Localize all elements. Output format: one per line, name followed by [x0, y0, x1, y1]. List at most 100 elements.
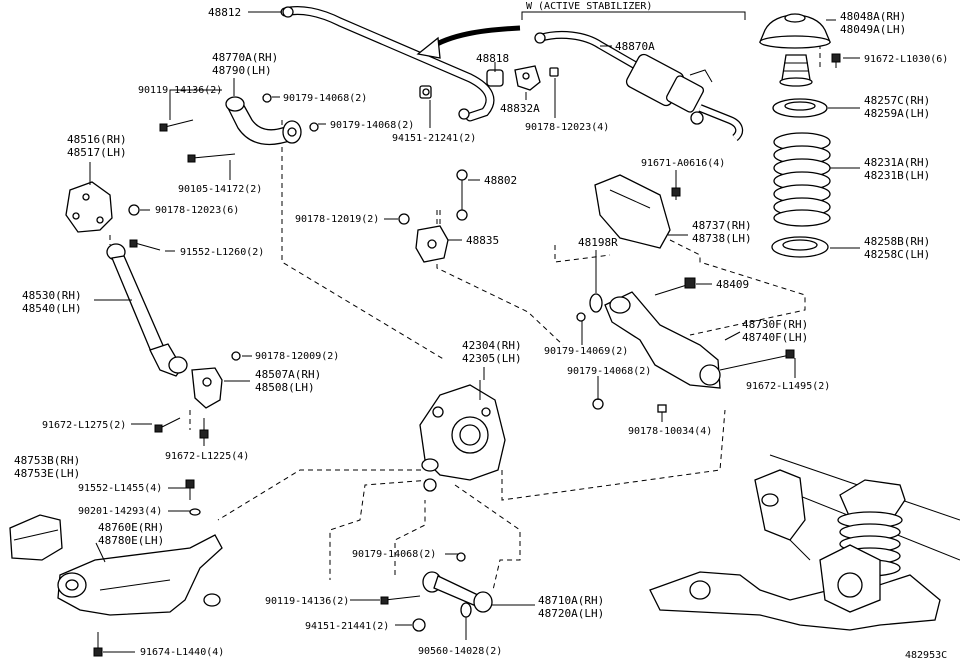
knuckle-42304: [419, 380, 506, 492]
label-48737-rh[interactable]: 48737(RH): [692, 219, 752, 232]
label-48508-lh[interactable]: 48508(LH): [255, 381, 315, 394]
label-90178-12009[interactable]: 90178-12009(2): [255, 351, 339, 362]
label-48730F-rh[interactable]: 48730F(RH): [742, 318, 808, 331]
label-90179-14068-a[interactable]: 90179-14068(2): [283, 93, 367, 104]
bolt-90119-14136-a: [159, 119, 194, 132]
label-90105-14172[interactable]: 90105-14172(2): [178, 184, 262, 195]
label-91672-L1225[interactable]: 91672-L1225(4): [165, 451, 249, 462]
active-stabilizer-bracket: [521, 11, 746, 20]
bolt-91671-A0616: [671, 182, 681, 200]
label-91552-L1455[interactable]: 91552-L1455(4): [78, 483, 162, 494]
direction-arrow: [428, 25, 521, 51]
label-48198R[interactable]: 48198R: [578, 236, 618, 249]
cover-48753B: [9, 514, 63, 561]
label-48258C-lh[interactable]: 48258C(LH): [864, 248, 930, 261]
label-48753E-lh[interactable]: 48753E(LH): [14, 467, 80, 480]
cover-48737: [594, 174, 671, 249]
label-90178-12023-4[interactable]: 90178-12023(4): [525, 122, 609, 133]
label-48720A-lh[interactable]: 48720A(LH): [538, 607, 604, 620]
nut-90178-12023-6: [128, 204, 140, 216]
label-90201-14293[interactable]: 90201-14293(4): [78, 506, 162, 517]
spring-mount-48048A: [759, 13, 831, 49]
label-48802[interactable]: 48802: [484, 174, 517, 187]
bracket-48835: [415, 225, 449, 263]
bushing-48198R: [589, 293, 603, 313]
label-48770A-rh[interactable]: 48770A(RH): [212, 51, 278, 64]
coil-spring-48231A: [773, 132, 831, 227]
label-90560-14028[interactable]: 90560-14028(2): [418, 646, 502, 657]
label-48516-rh[interactable]: 48516(RH): [67, 133, 127, 146]
label-91672-L1275[interactable]: 91672-L1275(2): [42, 420, 126, 431]
label-48740F-lh[interactable]: 48740F(LH): [742, 331, 808, 344]
label-48753B-rh[interactable]: 48753B(RH): [14, 454, 80, 467]
label-48790-lh[interactable]: 48790(LH): [212, 64, 272, 77]
label-90119-14136-b[interactable]: 90119-14136(2): [265, 596, 349, 607]
link-48710A: [422, 571, 493, 613]
label-90119-14136-a[interactable]: 90119-14136(2): [138, 85, 222, 96]
label-48780E-lh[interactable]: 48780E(LH): [98, 534, 164, 547]
bolt-91552-L1260: [129, 239, 161, 251]
insulator-48258B: [771, 236, 829, 258]
stabilizer-bushing-48818: [486, 69, 504, 87]
nut-90178-12009: [231, 351, 241, 361]
label-90178-12019[interactable]: 90178-12019(2): [295, 214, 379, 225]
illustration-code: 482953C: [905, 650, 947, 661]
label-90179-14068-c[interactable]: 90179-14068(2): [567, 366, 651, 377]
label-48835[interactable]: 48835: [466, 234, 499, 247]
label-48409[interactable]: 48409: [716, 278, 749, 291]
label-48259A-lh[interactable]: 48259A(LH): [864, 107, 930, 120]
label-48517-lh[interactable]: 48517(LH): [67, 146, 127, 159]
part-number-labels: W (ACTIVE STABILIZER) 48812 48870A 48818…: [14, 1, 948, 661]
washer-90201-14293: [189, 508, 201, 516]
nut-90178-12019: [398, 213, 410, 225]
label-94151-21241[interactable]: 94151-21241(2): [392, 133, 476, 144]
label-48507A-rh[interactable]: 48507A(RH): [255, 368, 321, 381]
label-48760E-rh[interactable]: 48760E(RH): [98, 521, 164, 534]
upper-arm-48770A: [225, 96, 302, 146]
label-48048A-rh[interactable]: 48048A(RH): [840, 10, 906, 23]
label-90178-12023-6[interactable]: 90178-12023(6): [155, 205, 239, 216]
label-48818[interactable]: 48818: [476, 52, 509, 65]
label-91671-A0616[interactable]: 91671-A0616(4): [641, 158, 725, 169]
bracket-48507A: [191, 367, 223, 409]
insulator-48257C: [772, 98, 828, 118]
label-90179-14068-d[interactable]: 90179-14068(2): [352, 549, 436, 560]
label-42305-lh[interactable]: 42305(LH): [462, 352, 522, 365]
bolt-91672-L1225: [199, 418, 209, 439]
stabilizer-link-48802: [456, 169, 468, 221]
bolt-91552-L1455: [185, 479, 195, 500]
label-90179-14068-b[interactable]: 90179-14068(2): [330, 120, 414, 131]
label-94151-21441[interactable]: 94151-21441(2): [305, 621, 389, 632]
bolt-91672-L1030: [831, 53, 841, 68]
bolt-91672-L1275: [154, 417, 181, 433]
nut-90178-10034: [657, 404, 667, 413]
bolt-90119-14136-b: [380, 595, 421, 605]
leader-lines: [89, 11, 860, 653]
label-48832A[interactable]: 48832A: [500, 102, 540, 115]
label-48231B-lh[interactable]: 48231B(LH): [864, 169, 930, 182]
label-48530-rh[interactable]: 48530(RH): [22, 289, 82, 302]
direction-arrow-head: [416, 36, 441, 59]
label-48540-lh[interactable]: 48540(LH): [22, 302, 82, 315]
stabilizer-bracket-48832A: [514, 65, 541, 91]
label-91552-L1260[interactable]: 91552-L1260(2): [180, 247, 264, 258]
label-91672-L1495[interactable]: 91672-L1495(2): [746, 381, 830, 392]
active-stabilizer-note: W (ACTIVE STABILIZER): [526, 1, 652, 12]
washer-90560-14028: [460, 602, 472, 618]
label-42304-rh[interactable]: 42304(RH): [462, 339, 522, 352]
label-48049A-lh[interactable]: 48049A(LH): [840, 23, 906, 36]
label-90178-10034[interactable]: 90178-10034(4): [628, 426, 712, 437]
nut-90179-14068-d: [456, 552, 466, 562]
label-91674-L1440[interactable]: 91674-L1440(4): [140, 647, 224, 658]
label-48710A-rh[interactable]: 48710A(RH): [538, 594, 604, 607]
label-48870A[interactable]: 48870A: [615, 40, 655, 53]
label-48231A-rh[interactable]: 48231A(RH): [864, 156, 930, 169]
label-90179-14069[interactable]: 90179-14069(2): [544, 346, 628, 357]
label-48812[interactable]: 48812: [208, 6, 241, 19]
bolt-90105-14172: [187, 153, 236, 163]
label-48738-lh[interactable]: 48738(LH): [692, 232, 752, 245]
label-48258B-rh[interactable]: 48258B(RH): [864, 235, 930, 248]
label-91672-L1030[interactable]: 91672-L1030(6): [864, 54, 948, 65]
label-48257C-rh[interactable]: 48257C(RH): [864, 94, 930, 107]
